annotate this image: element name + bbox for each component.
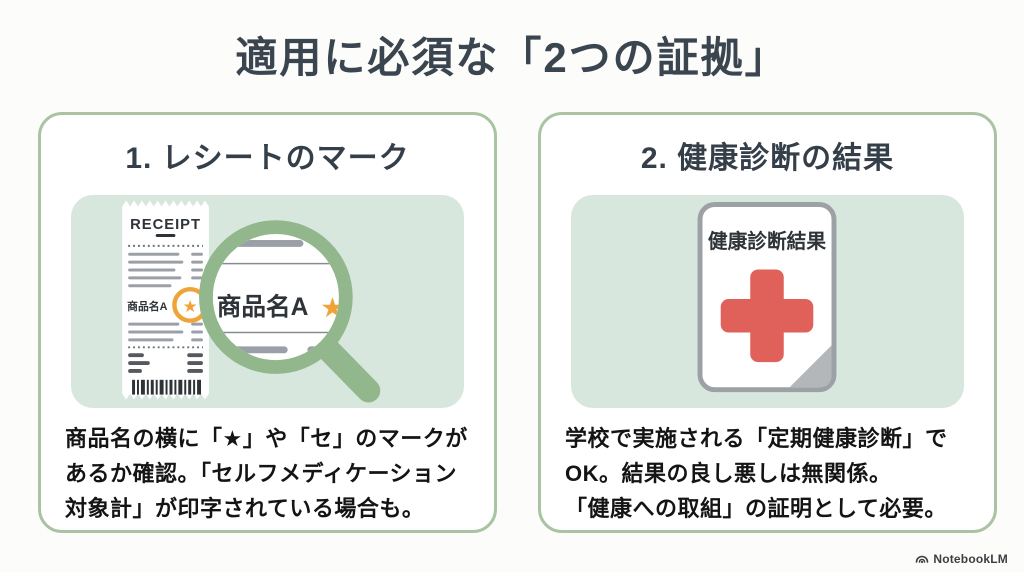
health-doc-illustration: 健康診断結果 [571, 195, 964, 408]
card-receipt-heading: 1. レシートのマーク [125, 142, 410, 175]
body-line: 対象計」が印字されている場合も。 [65, 496, 425, 521]
magnified-item-label: 商品名A [217, 292, 309, 321]
brand-name: NotebookLM [933, 552, 1008, 566]
card-receipt-mark: 1. レシートのマーク RECEIPT [38, 112, 497, 533]
page-title: 適用に必須な「2つの証拠」 [235, 34, 789, 81]
receipt-magnifier-graphic: RECEIPT 商品名A [122, 200, 381, 403]
magnified-star-icon: ★ [320, 292, 345, 323]
card-health-checkup: 2. 健康診断の結果 健康診断結果 学校で実施される「定期健康診断」で OK。結… [538, 112, 997, 533]
star-icon: ★ [183, 297, 198, 316]
body-line: OK。結果の良し悪しは無関係。 [565, 461, 892, 486]
medical-cross-icon [720, 269, 814, 363]
receipt-header-label: RECEIPT [130, 217, 201, 233]
body-line: 商品名の横に「★」や「セ」のマークが [65, 426, 468, 451]
receipt-graphic: RECEIPT 商品名A [122, 200, 209, 400]
body-line: 「健康への取組」の証明として必要。 [565, 496, 947, 521]
page-fold [789, 345, 832, 388]
notebooklm-watermark: NotebookLM [915, 552, 1008, 566]
receipt-item-label: 商品名A [127, 299, 167, 313]
body-line: 学校で実施される「定期健康診断」で [565, 426, 948, 451]
doc-title-label: 健康診断結果 [708, 230, 826, 253]
receipt-illustration: RECEIPT 商品名A [71, 195, 464, 408]
magnifier-icon: 商品名A ★ [199, 220, 381, 403]
card-health-body: 学校で実施される「定期健康診断」で OK。結果の良し悪しは無関係。 「健康への取… [565, 421, 980, 526]
document-icon: 健康診断結果 [697, 202, 837, 393]
card-health-heading: 2. 健康診断の結果 [640, 142, 895, 175]
health-doc-graphic: 健康診断結果 [697, 202, 837, 393]
body-line: あるか確認。「セルフメディケーション [65, 461, 458, 486]
card-receipt-body: 商品名の横に「★」や「セ」のマークが あるか確認。「セルフメディケーション 対象… [65, 421, 480, 526]
notebooklm-logo-icon [916, 555, 929, 564]
star-highlight-ring: ★ [172, 286, 209, 323]
barcode [132, 379, 202, 395]
